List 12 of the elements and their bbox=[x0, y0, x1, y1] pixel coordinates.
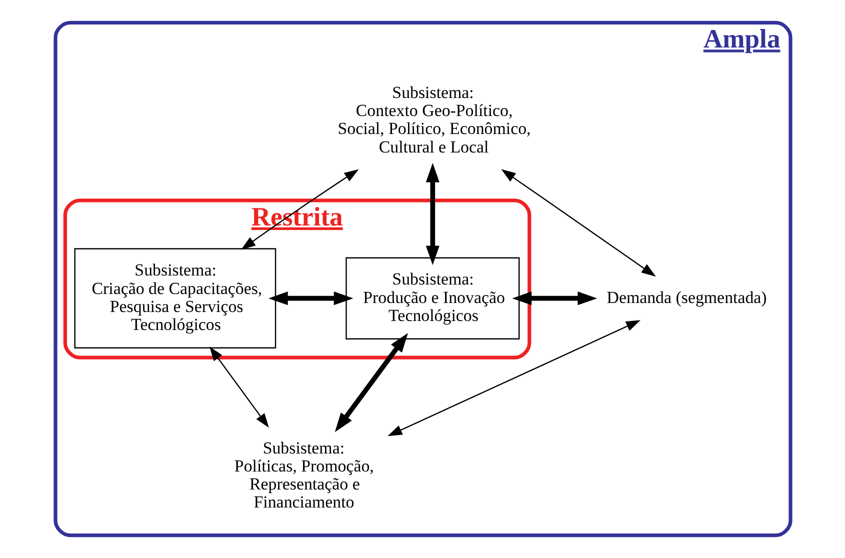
arrow bbox=[268, 292, 353, 306]
node-text: Subsistema: Contexto Geo-Político, Social, Político, Econômico, Cultural e Local bbox=[337, 82, 530, 156]
arrow bbox=[500, 169, 656, 277]
arrow bbox=[334, 333, 408, 432]
arrow bbox=[425, 162, 439, 266]
node-box: Subsistema: Produção e Inovação Tecnológicos bbox=[345, 257, 520, 340]
node-text: Demanda (segmentada) bbox=[606, 288, 766, 307]
node-box: Subsistema: Criação de Capacitações, Pesquisa e Serviços Tecnológicos bbox=[74, 248, 276, 348]
arrow bbox=[387, 320, 640, 436]
node-text: Subsistema: Políticas, Promoção, Representação e Financiamento bbox=[234, 438, 374, 512]
arrow bbox=[208, 346, 268, 428]
arrow bbox=[512, 292, 597, 306]
